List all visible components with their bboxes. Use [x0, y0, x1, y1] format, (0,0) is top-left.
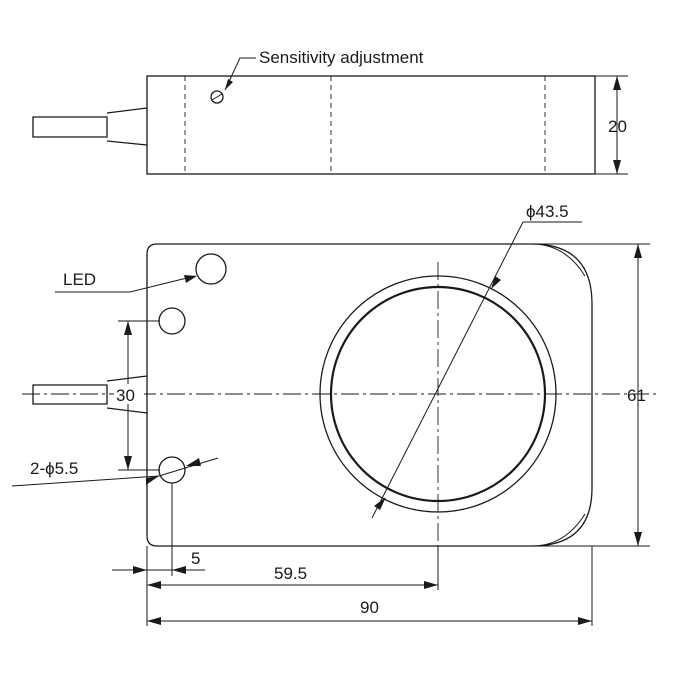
hole-offset-arrow-right — [172, 566, 186, 574]
depth-dimension: 61 — [627, 386, 646, 405]
holes-callout: 2-ϕ5.5 — [30, 459, 78, 478]
mounting-hole-bottom — [158, 456, 186, 484]
top-cable — [32, 384, 108, 405]
ring-diameter-callout: ϕ43.5 — [526, 202, 569, 221]
hole-spacing-dimension: 30 — [116, 386, 135, 405]
hole-offset-arrow-left — [133, 566, 147, 574]
led-leader — [55, 275, 196, 293]
top-cable-gland — [106, 375, 148, 414]
height-arrow-bottom — [613, 160, 621, 174]
hole-spacing-label-bg — [114, 384, 144, 404]
depth-arrow-bottom — [634, 532, 642, 546]
sensitivity-adjustment-label: Sensitivity adjustment — [259, 48, 424, 67]
holes-leader-arrow — [186, 458, 201, 466]
sensing-ring-inner — [329, 285, 547, 503]
width-arrow-left — [147, 617, 161, 625]
ring-diameter-arrow-bottom — [374, 497, 386, 510]
center-offset-arrow-right — [424, 581, 438, 589]
led-label: LED — [63, 270, 96, 289]
sensing-ring-outer — [319, 275, 557, 513]
top-body-outline — [146, 243, 593, 547]
height-dimension: 20 — [608, 117, 627, 136]
side-cable-gland — [106, 107, 148, 146]
sensitivity-screw-icon — [210, 90, 224, 104]
sensitivity-leader-arrow — [225, 79, 233, 90]
height-arrow-top — [613, 76, 621, 90]
side-cable — [32, 116, 108, 138]
width-arrow-right — [578, 617, 592, 625]
sensitivity-leader — [224, 57, 256, 91]
ring-diameter-leader — [371, 221, 524, 519]
hole-spacing-arrow-bottom — [124, 456, 132, 470]
depth-arrow-top — [634, 244, 642, 258]
top-corner-edge-bottom — [531, 513, 586, 547]
mounting-hole-top — [158, 307, 186, 335]
width-dimension: 90 — [360, 598, 379, 617]
side-body — [146, 75, 596, 175]
center-offset-arrow-left — [147, 581, 161, 589]
side-view: Sensitivity adjustment 20 — [32, 48, 628, 175]
ring-diameter-arrow-top — [491, 276, 501, 289]
led-leader-arrow — [184, 275, 197, 283]
center-offset-dimension: 59.5 — [274, 564, 307, 583]
led-indicator-icon — [195, 253, 227, 285]
holes-leader-arrow-2 — [146, 476, 159, 485]
hole-offset-dimension: 5 — [191, 549, 200, 568]
top-view: LED 30 2-ϕ5.5 ϕ43.5 61 — [11, 202, 660, 626]
hole-spacing-arrow-top — [124, 321, 132, 335]
